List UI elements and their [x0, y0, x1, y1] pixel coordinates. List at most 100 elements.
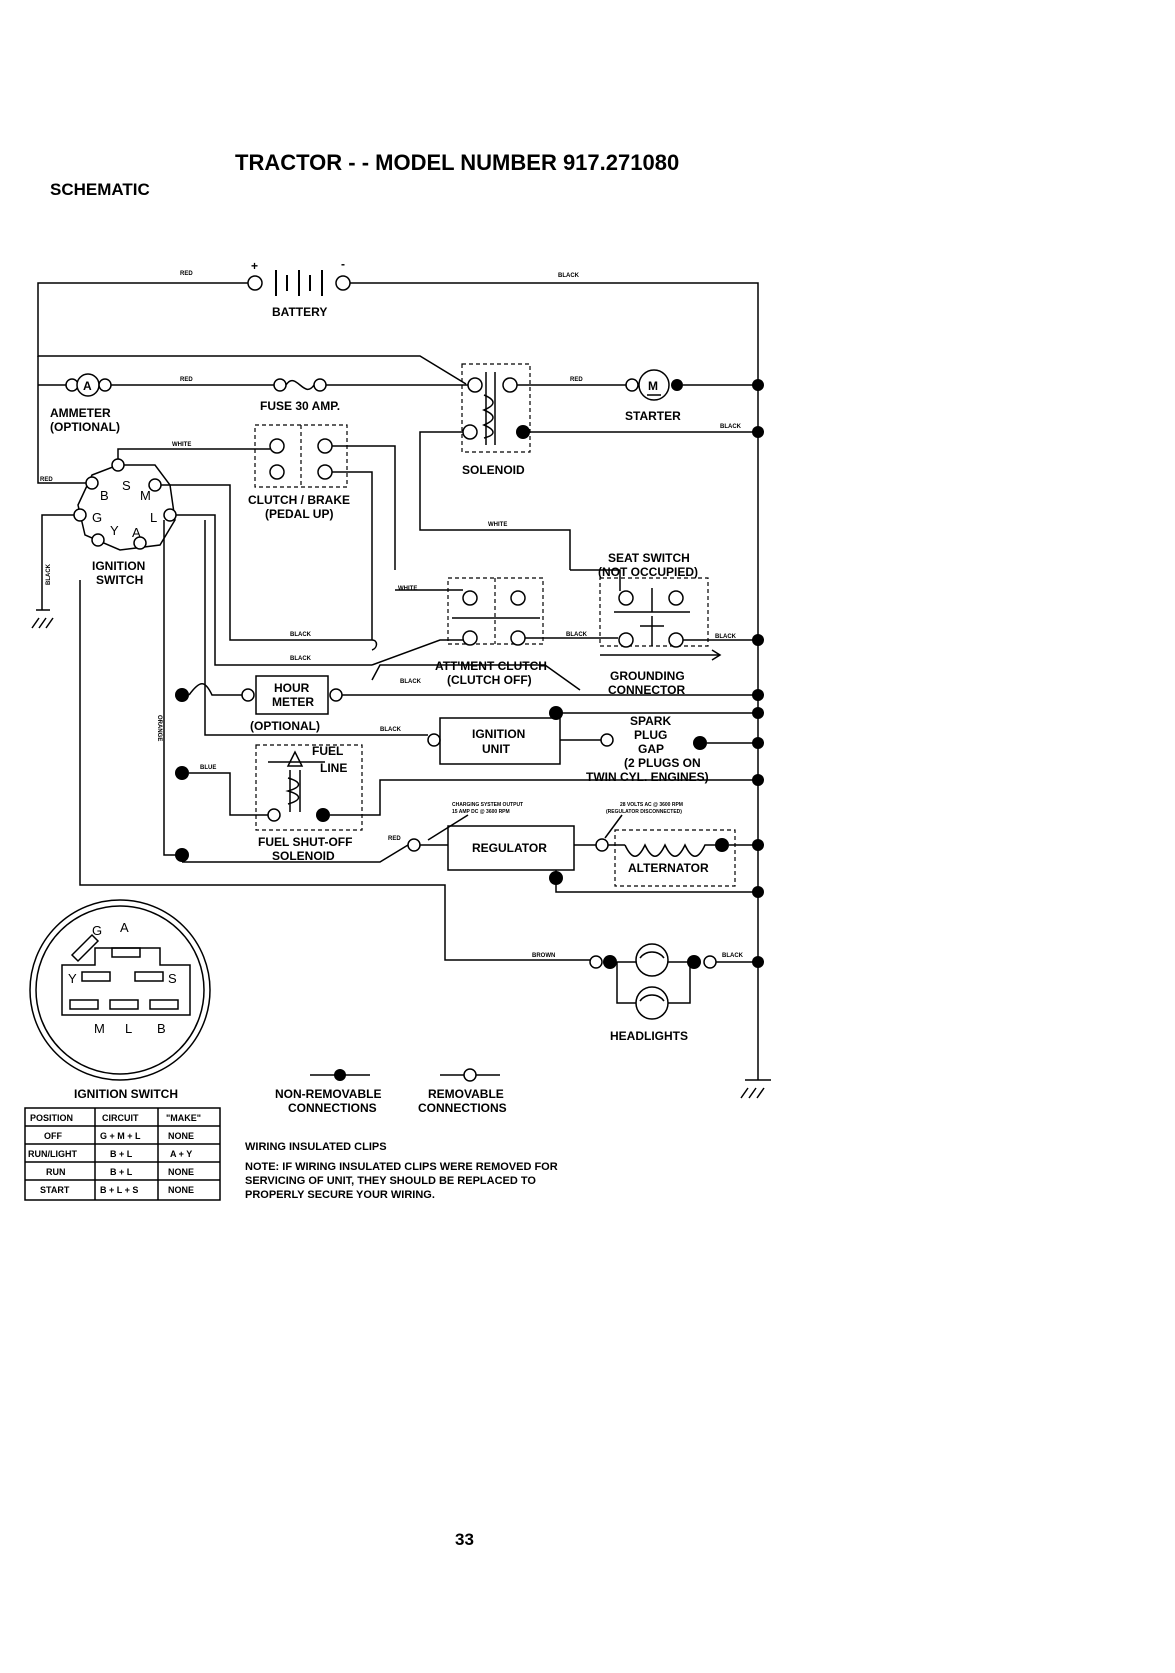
- hour-meter: HOUR METER (OPTIONAL): [241, 675, 343, 733]
- notes-heading: WIRING INSULATED CLIPS: [245, 1141, 387, 1153]
- wire-black-ignition: BLACK: [380, 727, 402, 733]
- clutch-brake-label: CLUTCH / BRAKE: [248, 493, 350, 507]
- ignition-unit-label-2: UNIT: [482, 742, 511, 756]
- seat-switch: SEAT SWITCH (NOT OCCUPIED): [598, 551, 709, 648]
- notes-line-2: SERVICING OF UNIT, THEY SHOULD BE REPLAC…: [245, 1175, 536, 1187]
- wire-white-switch: WHITE: [172, 442, 191, 448]
- wire-red-switch: RED: [40, 477, 53, 483]
- wire-white-seat: WHITE: [488, 522, 507, 528]
- table-cell: B + L: [110, 1167, 133, 1177]
- table-header-position: POSITION: [30, 1113, 73, 1123]
- section-label: SCHEMATIC: [50, 180, 150, 199]
- ignition-switch: B S M G L Y A IGNITION SWITCH: [73, 458, 177, 587]
- attachment-clutch-switch: ATT'MENT CLUTCH (CLUTCH OFF): [435, 577, 547, 687]
- charging-output-label-2: 15 AMP DC @ 3600 RPM: [452, 809, 510, 815]
- table-cell: NONE: [168, 1167, 194, 1177]
- grounding-label: GROUNDING: [610, 669, 685, 683]
- hour-meter-label: HOUR: [274, 681, 310, 695]
- ammeter-label: AMMETER: [50, 406, 111, 420]
- switch-terminal-b: B: [100, 488, 109, 503]
- connector-pin-l: L: [125, 1021, 132, 1036]
- regulator: REGULATOR: [447, 825, 575, 871]
- grounding-label-2: CONNECTOR: [608, 683, 685, 697]
- table-header-make: "MAKE": [166, 1113, 201, 1123]
- connector-pin-g: G: [92, 923, 102, 938]
- wire-red-battery: RED: [180, 271, 193, 277]
- table-cell: RUN/LIGHT: [28, 1149, 77, 1159]
- fuel-shutoff-solenoid: FUEL LINE FUEL SHUT-OFF SOLENOID: [255, 744, 363, 863]
- headlights-label: HEADLIGHTS: [610, 1029, 688, 1043]
- wire-blue: BLUE: [200, 765, 216, 771]
- legend-removable: REMOVABLE: [428, 1087, 504, 1101]
- table-cell: A + Y: [170, 1149, 192, 1159]
- switch-terminal-a: A: [132, 525, 141, 540]
- charging-output-label: CHARGING SYSTEM OUTPUT: [452, 802, 523, 808]
- wire-red-ammeter: RED: [180, 377, 193, 383]
- wire-black-seat: BLACK: [715, 634, 737, 640]
- spark-plug-label-4: (2 PLUGS ON: [624, 756, 701, 770]
- table-cell: NONE: [168, 1185, 194, 1195]
- clutch-brake-sub: (PEDAL UP): [265, 507, 333, 521]
- solenoid: SOLENOID: [461, 363, 531, 477]
- starter-label: STARTER: [625, 409, 681, 423]
- starter-letter: M: [648, 379, 658, 393]
- switch-terminal-l: L: [150, 510, 157, 525]
- attment-clutch-sub: (CLUTCH OFF): [447, 673, 532, 687]
- spark-plug: SPARK PLUG GAP (2 PLUGS ON TWIN CYL. ENG…: [586, 714, 709, 784]
- battery-label: BATTERY: [272, 305, 327, 319]
- table-cell: B + L: [110, 1149, 133, 1159]
- wire-black-battery: BLACK: [558, 273, 580, 279]
- switch-terminal-g: G: [92, 510, 102, 525]
- table-cell: NONE: [168, 1131, 194, 1141]
- fuse: FUSE 30 AMP.: [260, 378, 340, 413]
- legend-non-removable: NON-REMOVABLE: [275, 1087, 381, 1101]
- page-title: TRACTOR - - MODEL NUMBER 917.271080: [235, 150, 679, 175]
- fuel-line-label-2: LINE: [320, 761, 347, 775]
- spark-plug-label: SPARK: [630, 714, 671, 728]
- wire-orange: ORANGE: [156, 715, 162, 741]
- connector-pin-a: A: [120, 920, 129, 935]
- ignition-unit-label: IGNITION: [472, 727, 525, 741]
- wire-brown: BROWN: [532, 953, 555, 959]
- notes-line-3: PROPERLY SECURE YOUR WIRING.: [245, 1189, 435, 1201]
- wire-red-starter: RED: [570, 377, 583, 383]
- starter: M STARTER: [625, 369, 683, 423]
- switch-terminal-m: M: [140, 488, 151, 503]
- battery-positive: +: [251, 259, 258, 273]
- wire-black-ground: BLACK: [46, 563, 52, 585]
- alt-output-label-2: (REGULATOR DISCONNECTED): [606, 809, 682, 815]
- fuel-line-label: FUEL: [312, 744, 343, 758]
- table-cell: G + M + L: [100, 1131, 141, 1141]
- wire-black-attclutch: BLACK: [566, 632, 588, 638]
- ammeter-letter: A: [83, 379, 92, 393]
- switch-terminal-s: S: [122, 478, 131, 493]
- legend-non-removable-2: CONNECTIONS: [288, 1101, 377, 1115]
- battery: + - BATTERY: [247, 257, 351, 319]
- wire-black-attclutch-2: BLACK: [400, 679, 422, 685]
- ammeter: A AMMETER (OPTIONAL): [38, 373, 120, 434]
- legend-removable-2: CONNECTIONS: [418, 1101, 507, 1115]
- page-number: 33: [455, 1530, 474, 1549]
- alternator: ALTERNATOR: [614, 829, 736, 887]
- hour-meter-optional: (OPTIONAL): [250, 719, 320, 733]
- ignition-switch-table: IGNITION SWITCH POSITION CIRCUIT "MAKE" …: [24, 1087, 221, 1201]
- table-cell: OFF: [44, 1131, 62, 1141]
- regulator-label: REGULATOR: [472, 841, 547, 855]
- ignition-switch-label: IGNITION: [92, 559, 145, 573]
- wiring-notes: WIRING INSULATED CLIPS NOTE: IF WIRING I…: [245, 1141, 558, 1201]
- wire-black-solenoid: BLACK: [720, 424, 742, 430]
- wire-red-regulator: RED: [388, 836, 401, 842]
- wire-black-headlights: BLACK: [722, 953, 744, 959]
- notes-line-1: NOTE: IF WIRING INSULATED CLIPS WERE REM…: [245, 1161, 558, 1173]
- spark-plug-label-2: PLUG: [634, 728, 667, 742]
- connector-pin-s: S: [168, 971, 177, 986]
- table-header-circuit: CIRCUIT: [102, 1113, 139, 1123]
- ignition-switch-connector: G A Y S M L B: [29, 899, 211, 1081]
- table-cell: RUN: [46, 1167, 66, 1177]
- clutch-brake-switch: CLUTCH / BRAKE (PEDAL UP): [248, 424, 350, 521]
- hour-meter-label-2: METER: [272, 695, 314, 709]
- ammeter-optional: (OPTIONAL): [50, 420, 120, 434]
- switch-table-title: IGNITION SWITCH: [74, 1087, 178, 1101]
- spark-plug-label-5: TWIN CYL. ENGINES): [586, 770, 709, 784]
- alt-output-label: 28 VOLTS AC @ 3600 RPM: [620, 802, 683, 808]
